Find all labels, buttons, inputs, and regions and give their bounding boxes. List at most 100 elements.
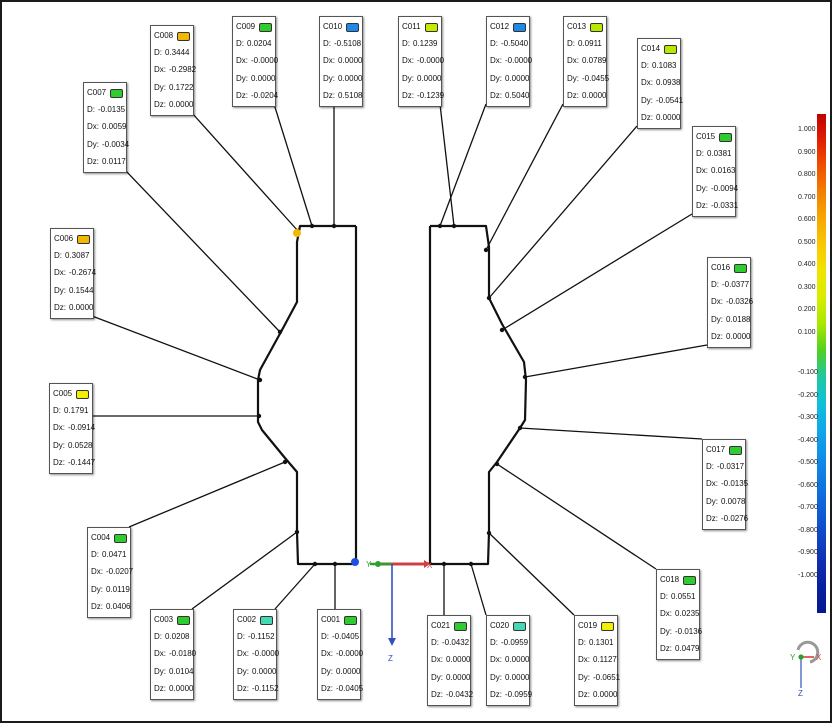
- measure-point-c010: [331, 223, 337, 229]
- measure-point-c020: [468, 561, 474, 567]
- callout-row-dy: Dy:0.0000: [237, 663, 277, 681]
- leader-line-c004: [128, 461, 286, 528]
- field-value-dz: 0.0000: [169, 684, 194, 694]
- scale-tick-label: 0.800: [798, 171, 816, 178]
- field-label: Dy:: [236, 73, 248, 83]
- callout-id: C021: [431, 621, 451, 630]
- callout-header: C015: [696, 129, 732, 145]
- callout-row-dz: Dz:0.0406: [91, 599, 131, 617]
- callout-row-dz: Dz:-0.1152: [237, 681, 279, 699]
- callout-row-d: D:0.1239: [402, 35, 438, 53]
- leader-line-c006: [91, 315, 261, 381]
- status-swatch: [425, 22, 438, 32]
- callout-row-dx: Dx:-0.2982: [154, 62, 196, 80]
- field-value-dy: 0.1544: [69, 285, 94, 295]
- status-swatch: [346, 22, 359, 32]
- field-value-dy: 0.0000: [251, 73, 276, 83]
- scale-tick-label: -0.700: [798, 504, 818, 511]
- status-swatch: [590, 22, 603, 32]
- field-label: D:: [87, 104, 95, 114]
- field-value-dy: 0.0000: [336, 666, 361, 676]
- callout-row-dx: Dx:0.0235: [660, 606, 700, 624]
- field-label: Dz:: [91, 602, 103, 612]
- triad-ring: [796, 640, 820, 664]
- callout-row-dy: Dy:0.0000: [431, 669, 470, 687]
- callout-id: C014: [641, 44, 661, 53]
- field-label: Dx:: [641, 78, 653, 88]
- field-value-d: 0.1791: [64, 405, 89, 415]
- field-label: D:: [706, 461, 714, 471]
- measure-point-c021: [441, 561, 447, 567]
- callout-row-dz: Dz:-0.1447: [53, 455, 95, 473]
- measure-point-c015: [499, 327, 505, 333]
- field-value-dx: 0.0235: [675, 609, 700, 619]
- scale-tick-label: -0.300: [798, 414, 818, 421]
- measure-point-c017: [517, 425, 523, 431]
- field-value-d: 0.1083: [652, 60, 677, 70]
- field-value-dy: 0.0188: [726, 314, 751, 324]
- field-label: D:: [154, 631, 162, 641]
- field-label: D:: [490, 637, 498, 647]
- field-label: Dz:: [237, 684, 249, 694]
- field-label: Dy:: [321, 666, 333, 676]
- callout-row-dx: Dx:0.0789: [567, 53, 606, 71]
- field-value-dy: 0.0000: [505, 73, 530, 83]
- field-label: D:: [660, 591, 668, 601]
- field-value-dy: 0.0000: [252, 666, 277, 676]
- callout-header: C001: [321, 612, 357, 628]
- measure-point-c001: [332, 561, 338, 567]
- callout-header: C013: [567, 19, 603, 35]
- callout-row-dy: Dy:0.0528: [53, 437, 92, 455]
- callout-id: C010: [323, 22, 343, 31]
- callout-row-d: D:-0.5040: [490, 35, 528, 53]
- scale-tick-label: -1.000: [798, 571, 818, 579]
- measure-point-c013: [483, 247, 489, 253]
- field-value-dx: 0.0059: [102, 122, 127, 132]
- status-swatch: [729, 445, 742, 455]
- status-swatch: [454, 621, 467, 631]
- callout-header: C012: [490, 19, 526, 35]
- callout-row-dx: Dx:-0.2674: [54, 265, 96, 283]
- field-label: D:: [323, 38, 331, 48]
- callout-row-d: D:0.0911: [567, 35, 603, 53]
- field-value-dz: 0.0000: [593, 690, 618, 700]
- status-swatch: [513, 22, 526, 32]
- callout-row-dx: Dx:-0.0914: [53, 420, 95, 438]
- field-value-dz: -0.1152: [252, 684, 279, 694]
- field-label: Dy:: [641, 95, 653, 105]
- field-value-dx: -0.2982: [169, 65, 197, 75]
- view-triad: Y X Z: [790, 640, 822, 698]
- field-label: Dx:: [578, 655, 590, 665]
- callout-id: C013: [567, 22, 587, 31]
- callout-header: C021: [431, 618, 467, 634]
- field-label: Dx:: [711, 297, 723, 307]
- callout-header: C014: [641, 41, 677, 57]
- field-label: Dx:: [87, 122, 99, 132]
- field-label: D:: [402, 38, 410, 48]
- field-value-dz: 0.0406: [106, 602, 131, 612]
- callout-row-dy: Dy:0.0119: [91, 581, 130, 599]
- field-value-dz: 0.0000: [69, 303, 94, 313]
